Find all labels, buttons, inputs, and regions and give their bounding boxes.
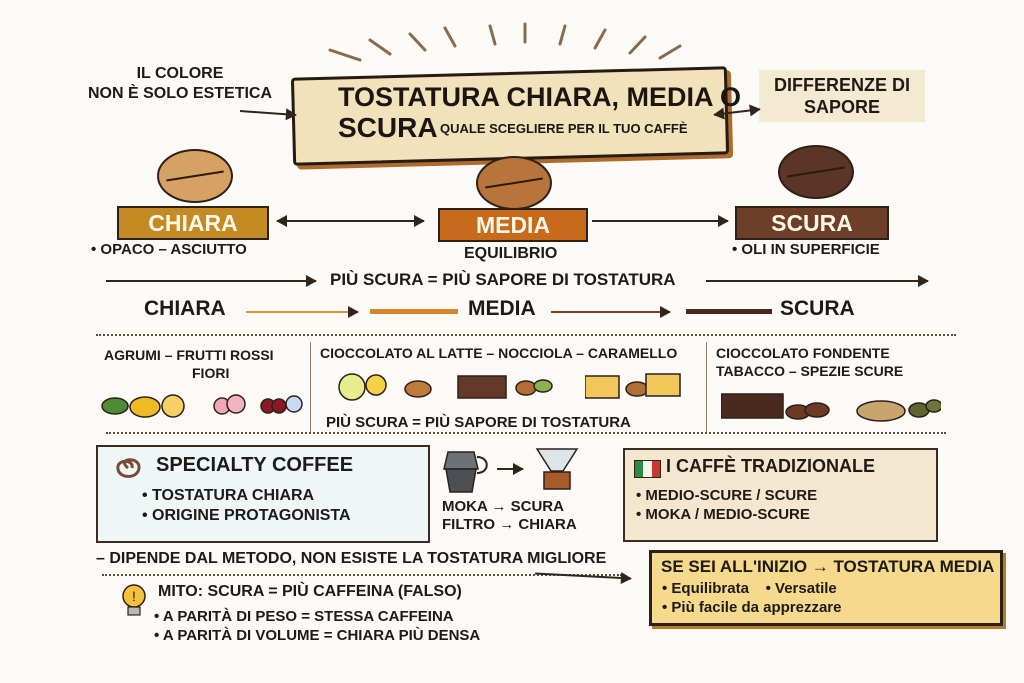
method-moka-row: MOKA → SCURA bbox=[442, 498, 564, 515]
beginner-row-1: • Equilibrata • Versatile bbox=[662, 580, 837, 597]
myth-item-2: A PARITÀ DI VOLUME = CHIARA PIÙ DENSA bbox=[162, 626, 481, 644]
traditional-item-2: MOKA / MEDIO-SCURE bbox=[645, 505, 810, 523]
arrow-chiara-media bbox=[276, 215, 425, 227]
left-callout-line2: NON È SOLO ESTETICA bbox=[88, 85, 273, 102]
left-callout: IL COLORE NON È SOLO ESTETICA bbox=[88, 64, 272, 104]
lightbulb-icon: ! bbox=[122, 584, 146, 616]
method-note-text: DIPENDE DAL METODO, NON ESISTE LA TOSTAT… bbox=[109, 550, 607, 567]
moka-arrow bbox=[497, 463, 524, 475]
beginner-item-2: Versatile bbox=[775, 580, 837, 597]
flavor-bottom-divider bbox=[106, 432, 946, 434]
specialty-list: • TOSTATURA CHIARA • ORIGINE PROTAGONIST… bbox=[142, 487, 351, 524]
filter-coffee-icon bbox=[535, 448, 579, 490]
method-filtro-result: CHIARA bbox=[518, 516, 577, 533]
myth-title: MITO: SCURA = PIÙ CAFFEINA (FALSO) bbox=[158, 583, 462, 600]
title-line1: TOSTATURA CHIARA, MEDIA O bbox=[338, 82, 741, 112]
light-bean-icon bbox=[157, 149, 233, 203]
arrow-media-scura bbox=[592, 215, 729, 227]
scale-arrow-light bbox=[246, 306, 359, 318]
roast-label-media: MEDIA bbox=[438, 208, 588, 242]
scale-bar-mid-left bbox=[370, 309, 458, 314]
flavor-scura-list: CIOCCOLATO FONDENTE TABACCO – SPEZIE SCU… bbox=[716, 345, 903, 380]
left-callout-line1: IL COLORE bbox=[136, 65, 224, 82]
traditional-panel bbox=[623, 448, 938, 542]
dark-bean-icon bbox=[778, 145, 854, 199]
roast-label-chiara: CHIARA bbox=[117, 206, 269, 240]
flavor-media-list: CIOCCOLATO AL LATTE – NOCCIOLA – CARAMEL… bbox=[320, 345, 677, 363]
dark-flavor-illustration bbox=[721, 393, 941, 422]
sunburst-lines bbox=[328, 22, 682, 62]
swirl-icon bbox=[116, 458, 141, 478]
roast-note-chiara: • OPACO – ASCIUTTO bbox=[91, 241, 247, 258]
light-flavor-illustration bbox=[101, 394, 303, 418]
moka-icon bbox=[443, 451, 488, 493]
traditional-item-1: MEDIO-SCURE / SCURE bbox=[645, 487, 818, 504]
flavor-scale-note: PIÙ SCURA = PIÙ SAPORE DI TOSTATURA bbox=[326, 414, 631, 431]
flavor-chiara-item-2: FIORI bbox=[192, 364, 230, 381]
scale-arrow-dark bbox=[551, 306, 671, 318]
right-callout-line2: SAPORE bbox=[803, 97, 881, 117]
beginner-list: • Equilibrata • Versatile • Più facile d… bbox=[662, 580, 842, 618]
title-line2: SCURA bbox=[338, 112, 438, 143]
scale-middle: MEDIA bbox=[468, 297, 536, 320]
left-callout-arrow bbox=[239, 110, 297, 116]
roast-note-scura-text: OLI IN SUPERFICIE bbox=[741, 241, 880, 258]
caramel-illustration bbox=[585, 373, 681, 399]
method-moka: MOKA bbox=[442, 498, 488, 515]
roast-note-chiara-text: OPACO – ASCIUTTO bbox=[100, 241, 247, 258]
traditional-title: I CAFFÈ TRADIZIONALE bbox=[666, 456, 875, 476]
flavor-top-divider bbox=[96, 334, 956, 336]
flavor-chiara-item-1: AGRUMI – FRUTTI ROSSI bbox=[104, 347, 274, 363]
scale-bar-right bbox=[686, 309, 772, 314]
specialty-title: SPECIALTY COFFEE bbox=[156, 454, 354, 476]
right-callout: DIFFERENZE DI SAPORE bbox=[759, 70, 925, 122]
scale-top-arrow-left bbox=[106, 275, 317, 287]
method-filtro-row: FILTRO → CHIARA bbox=[442, 516, 577, 533]
right-callout-line1: DIFFERENZE DI bbox=[773, 75, 910, 95]
italian-flag-icon bbox=[634, 460, 661, 478]
scale-top-arrow-right bbox=[706, 275, 929, 287]
method-filtro: FILTRO bbox=[442, 516, 496, 533]
myth-item-1: A PARITÀ DI PESO = STESSA CAFFEINA bbox=[162, 608, 454, 625]
traditional-list: • MEDIO-SCURE / SCURE • MOKA / MEDIO-SCU… bbox=[636, 487, 818, 523]
myth-list: • A PARITÀ DI PESO = STESSA CAFFEINA • A… bbox=[154, 608, 481, 644]
flavor-scura-item-1: CIOCCOLATO FONDENTE bbox=[716, 345, 890, 361]
specialty-item-1: TOSTATURA CHIARA bbox=[152, 487, 315, 504]
method-note-divider bbox=[102, 574, 622, 576]
flavor-divider-right bbox=[706, 342, 707, 432]
flavor-media-item-1: CIOCCOLATO AL LATTE – NOCCIOLA – CARAMEL… bbox=[320, 345, 678, 361]
scale-right: SCURA bbox=[780, 297, 855, 320]
beginner-panel bbox=[649, 550, 1003, 626]
method-moka-result: SCURA bbox=[510, 498, 564, 515]
beginner-title: SE SEI ALL'INIZIO → TOSTATURA MEDIA bbox=[661, 557, 995, 576]
roast-note-media: EQUILIBRIO bbox=[464, 245, 558, 262]
roast-label-scura: SCURA bbox=[735, 206, 889, 240]
specialty-item-2: ORIGINE PROTAGONISTA bbox=[152, 507, 351, 524]
title-subtitle: QUALE SCEGLIERE PER IL TUO CAFFÈ bbox=[440, 121, 688, 136]
roast-note-scura: • OLI IN SUPERFICIE bbox=[732, 241, 880, 258]
method-labels: MOKA → SCURA FILTRO → CHIARA bbox=[442, 498, 577, 534]
beginner-item-3: Più facile da apprezzare bbox=[671, 598, 842, 616]
beginner-item-1: Equilibrata bbox=[671, 580, 749, 597]
svg-text:!: ! bbox=[132, 588, 136, 604]
specialty-panel bbox=[96, 445, 430, 543]
medium-bean-icon bbox=[476, 156, 552, 210]
flavor-chiara-list: AGRUMI – FRUTTI ROSSI FIORI bbox=[104, 347, 274, 382]
scale-left: CHIARA bbox=[144, 297, 226, 320]
method-note: – DIPENDE DAL METODO, NON ESISTE LA TOST… bbox=[96, 550, 607, 567]
flavor-scura-item-2: TABACCO – SPEZIE SCURE bbox=[716, 362, 904, 379]
medium-flavor-illustration bbox=[338, 373, 553, 401]
scale-top-text: PIÙ SCURA = PIÙ SAPORE DI TOSTATURA bbox=[330, 270, 676, 289]
flavor-divider-left bbox=[310, 342, 311, 432]
beginner-row-2: • Più facile da apprezzare bbox=[662, 598, 842, 616]
